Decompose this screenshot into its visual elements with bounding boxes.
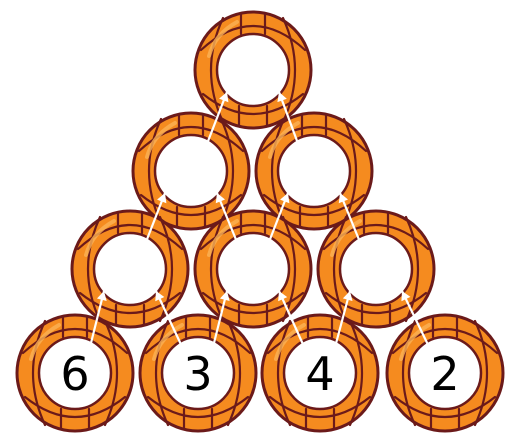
basketball-icon	[195, 12, 311, 128]
basketball-icon	[195, 211, 311, 327]
answer-circle[interactable]	[155, 135, 227, 207]
cell-value: 3	[183, 347, 212, 401]
basketball-icon	[133, 113, 249, 229]
cell-value: 4	[305, 347, 334, 401]
basketball-icon	[256, 113, 372, 229]
basketball-icon	[318, 211, 434, 327]
answer-circle[interactable]	[278, 135, 350, 207]
basketball-icon	[72, 211, 188, 327]
cell-value: 6	[60, 347, 89, 401]
answer-circle[interactable]	[217, 34, 289, 106]
cell-value: 2	[430, 347, 459, 401]
